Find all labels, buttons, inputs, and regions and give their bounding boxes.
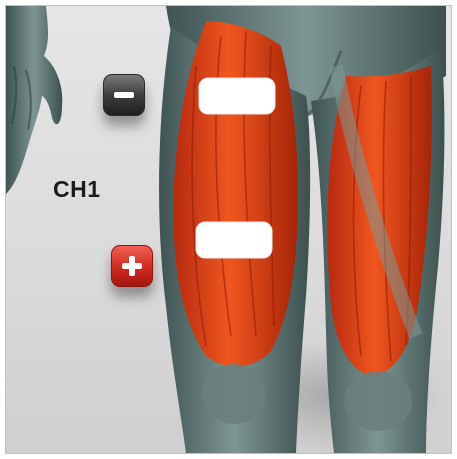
hand-illustration <box>6 6 62 194</box>
electrode-pad-negative[interactable] <box>199 78 275 114</box>
legs-illustration <box>6 6 451 453</box>
left-knee <box>202 364 266 424</box>
positive-electrode-button[interactable] <box>111 245 153 287</box>
right-knee <box>344 371 412 431</box>
channel-label: CH1 <box>53 176 101 203</box>
minus-icon <box>111 82 137 108</box>
negative-electrode-button[interactable] <box>103 74 145 116</box>
electrode-pad-positive[interactable] <box>196 222 272 258</box>
image-frame: CH1 <box>5 5 452 454</box>
plus-icon <box>119 253 145 279</box>
